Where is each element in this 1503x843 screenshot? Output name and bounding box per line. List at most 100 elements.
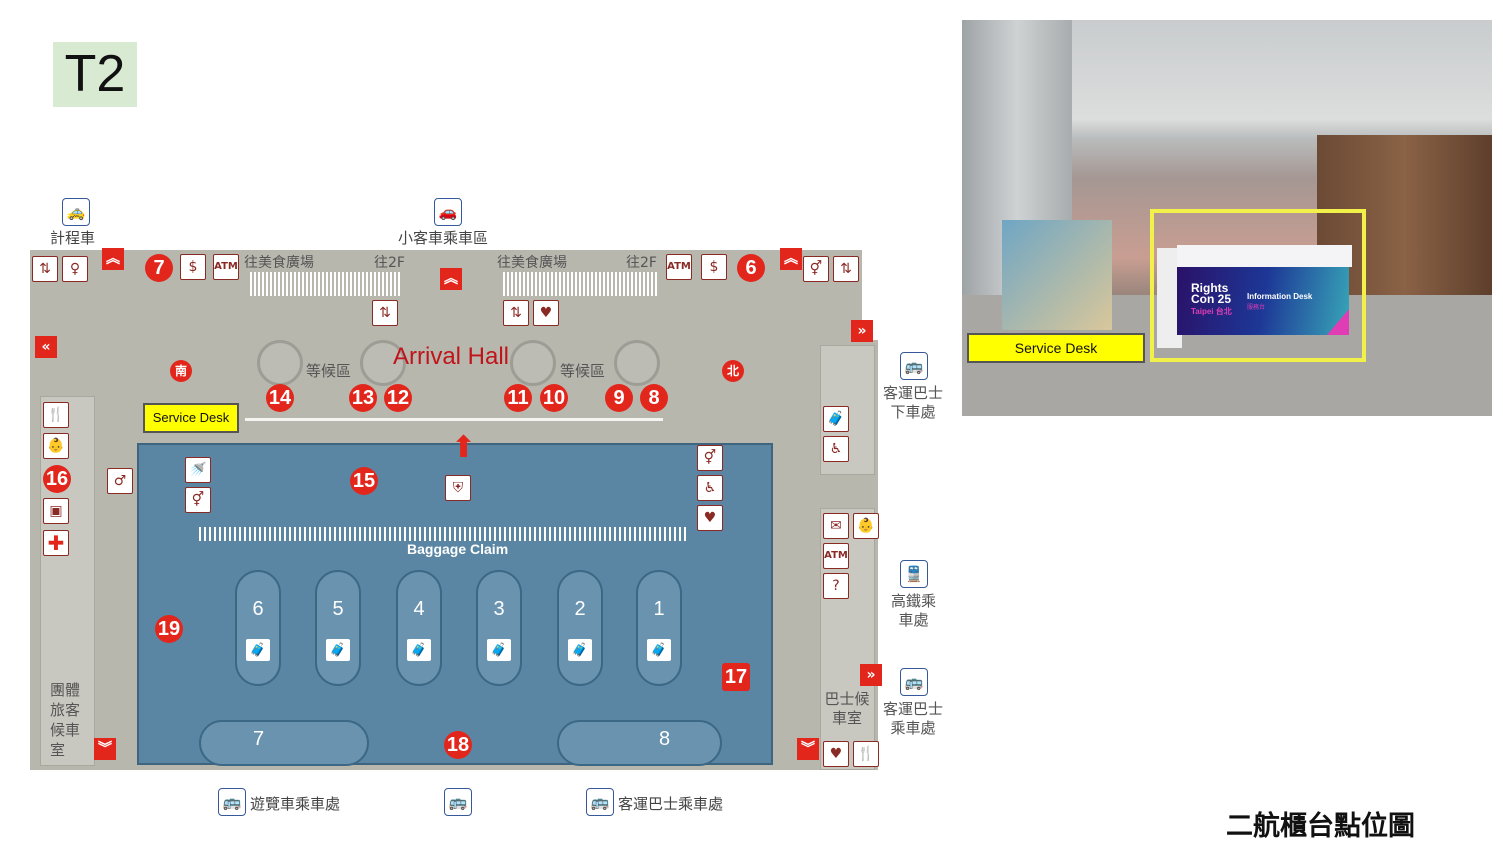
exit-down-icon: ︾	[94, 738, 116, 760]
carousel-4: 4🧳	[396, 570, 442, 686]
to-food-court-left: 往美食廣場	[244, 255, 314, 271]
atm-icon-left: ATM	[213, 254, 239, 280]
baggage-icon: 🧳	[647, 639, 671, 661]
barrier-line	[245, 418, 663, 421]
exit-up-icon: ︽	[780, 248, 802, 270]
bus-icon: 🚌	[900, 352, 928, 380]
tour-bus-icon: 🚌	[218, 788, 246, 816]
aed-icon: ♥	[533, 300, 559, 326]
banner-accent	[1327, 309, 1349, 335]
atm-icon: ATM	[823, 543, 849, 569]
exit-badge-14: 14	[266, 384, 294, 412]
elevator-icon: ⇅	[833, 256, 859, 282]
carousel-2: 2🧳	[557, 570, 603, 686]
restroom-icon: ⚥	[803, 256, 829, 282]
service-desk-photo: Rights Con 25 Taipei 台北 Information Desk…	[962, 20, 1492, 416]
terminal-label: T2	[53, 42, 137, 107]
baggage-icon: 🧳	[407, 639, 431, 661]
customs-icon: ⛨	[445, 475, 471, 501]
north-marker: 北	[722, 360, 744, 382]
exit-badge-13: 13	[349, 384, 377, 412]
restroom-icon: ♂	[107, 468, 133, 494]
exit-badge-9: 9	[605, 384, 633, 412]
exit-right-icon: »	[851, 320, 873, 342]
car-pickup-label: 小客車乘車區	[398, 229, 489, 247]
exit-up-icon: ︽	[440, 268, 462, 290]
carousel-7: 7	[199, 720, 369, 766]
aed-icon: ♥	[697, 505, 723, 531]
currency-exchange-icon: $	[180, 254, 206, 280]
escalator-right	[503, 272, 658, 296]
exit-left-icon: «	[35, 336, 57, 358]
luggage-icon: 🧳	[823, 406, 849, 432]
highlight-box	[1150, 209, 1366, 362]
accessible-icon: ♿	[697, 475, 723, 501]
south-marker: 南	[170, 360, 192, 382]
aed-icon: ♥	[823, 741, 849, 767]
exit-up-icon: ︽	[102, 248, 124, 270]
currency-exchange-icon: $	[701, 254, 727, 280]
car-icon: 🚗	[434, 198, 462, 226]
bus-dropoff-label: 客運巴士下車處	[882, 384, 943, 421]
accessible-icon: ♿	[823, 436, 849, 462]
tour-bus-label: 遊覽車乘車處	[250, 795, 341, 813]
desk-brand-3: Taipei 台北	[1191, 307, 1232, 316]
desk-title: Information Desk	[1247, 292, 1313, 301]
restroom-icon: ⚥	[185, 487, 211, 513]
exit-badge-7: 7	[145, 254, 173, 282]
carousel-8: 8	[557, 720, 722, 766]
exit-down-icon: ︾	[797, 738, 819, 760]
exit-badge-6: 6	[737, 254, 765, 282]
bus-icon: 🚌	[900, 668, 928, 696]
restaurant-icon: 🍴	[43, 402, 69, 428]
hsr-icon: 🚆	[900, 560, 928, 588]
nursing-room-icon: 👶	[43, 433, 69, 459]
bus-pickup-bottom-label: 客運巴士乘車處	[618, 795, 724, 813]
info-stand	[1002, 220, 1112, 330]
first-aid-icon: ✚	[43, 530, 69, 556]
baggage-claim-hall: Baggage Claim 6🧳 5🧳 4🧳 3🧳 2🧳 1🧳 7 8 15 1…	[137, 433, 773, 766]
bus-icon: 🚌	[586, 788, 614, 816]
waiting-seat	[510, 340, 556, 386]
bus-lounge-label: 巴士候車室	[824, 690, 870, 727]
service-desk-marker: Service Desk	[143, 403, 239, 433]
arrival-hall-label: Arrival Hall	[393, 343, 510, 370]
photo-service-desk-label: Service Desk	[967, 333, 1145, 363]
hsr-label: 高鐵乘車處	[890, 592, 936, 629]
womens-restroom-icon: ♀	[62, 256, 88, 282]
exit-badge-12: 12	[384, 384, 412, 412]
exit-right-icon: »	[860, 664, 882, 686]
shower-icon: 🚿	[185, 457, 211, 483]
terminal-map: 🚕 計程車 🚗 小客車乘車區 ⇅ ♀ ︽ 7 $ ATM 往美食廣場 往2F ⇅…	[0, 190, 950, 830]
elevator-icon: ⇅	[503, 300, 529, 326]
restaurant-icon: 🍴	[853, 741, 879, 767]
to-2f-left: 往2F	[374, 255, 405, 271]
exit-badge-8: 8	[640, 384, 668, 412]
carousel-6: 6🧳	[235, 570, 281, 686]
baggage-icon: 🧳	[326, 639, 350, 661]
waiting-seat	[257, 340, 303, 386]
waiting-area-label: 等候區	[306, 362, 352, 380]
carousel-3: 3🧳	[476, 570, 522, 686]
carousel-5: 5🧳	[315, 570, 361, 686]
exit-badge-18: 18	[444, 731, 472, 759]
bus-pickup-label: 客運巴士乘車處	[882, 700, 943, 737]
desk-brand-1: Rights	[1191, 281, 1229, 295]
baggage-claim-label: Baggage Claim	[407, 541, 509, 557]
desk-banner: Rights Con 25 Taipei 台北 Information Desk…	[1177, 267, 1349, 335]
waiting-seat	[360, 340, 406, 386]
taxi-icon: 🚕	[62, 198, 90, 226]
baggage-icon: 🧳	[568, 639, 592, 661]
exit-badge-19: 19	[155, 615, 183, 643]
waiting-seat	[614, 340, 660, 386]
exit-badge-16: 16	[43, 465, 71, 493]
taxi-label: 計程車	[50, 229, 96, 247]
carousel-1: 1🧳	[636, 570, 682, 686]
exit-arrow-icon: ⬆	[451, 430, 477, 465]
exit-badge-17: 17	[722, 663, 750, 691]
baggage-icon: 🧳	[487, 639, 511, 661]
desk-subtitle: 服務台	[1247, 305, 1266, 311]
group-lounge-label: 團體旅客候車室	[50, 681, 81, 759]
elevator-icon: ⇅	[372, 300, 398, 326]
caption: 二航櫃台點位圖	[1226, 811, 1415, 842]
